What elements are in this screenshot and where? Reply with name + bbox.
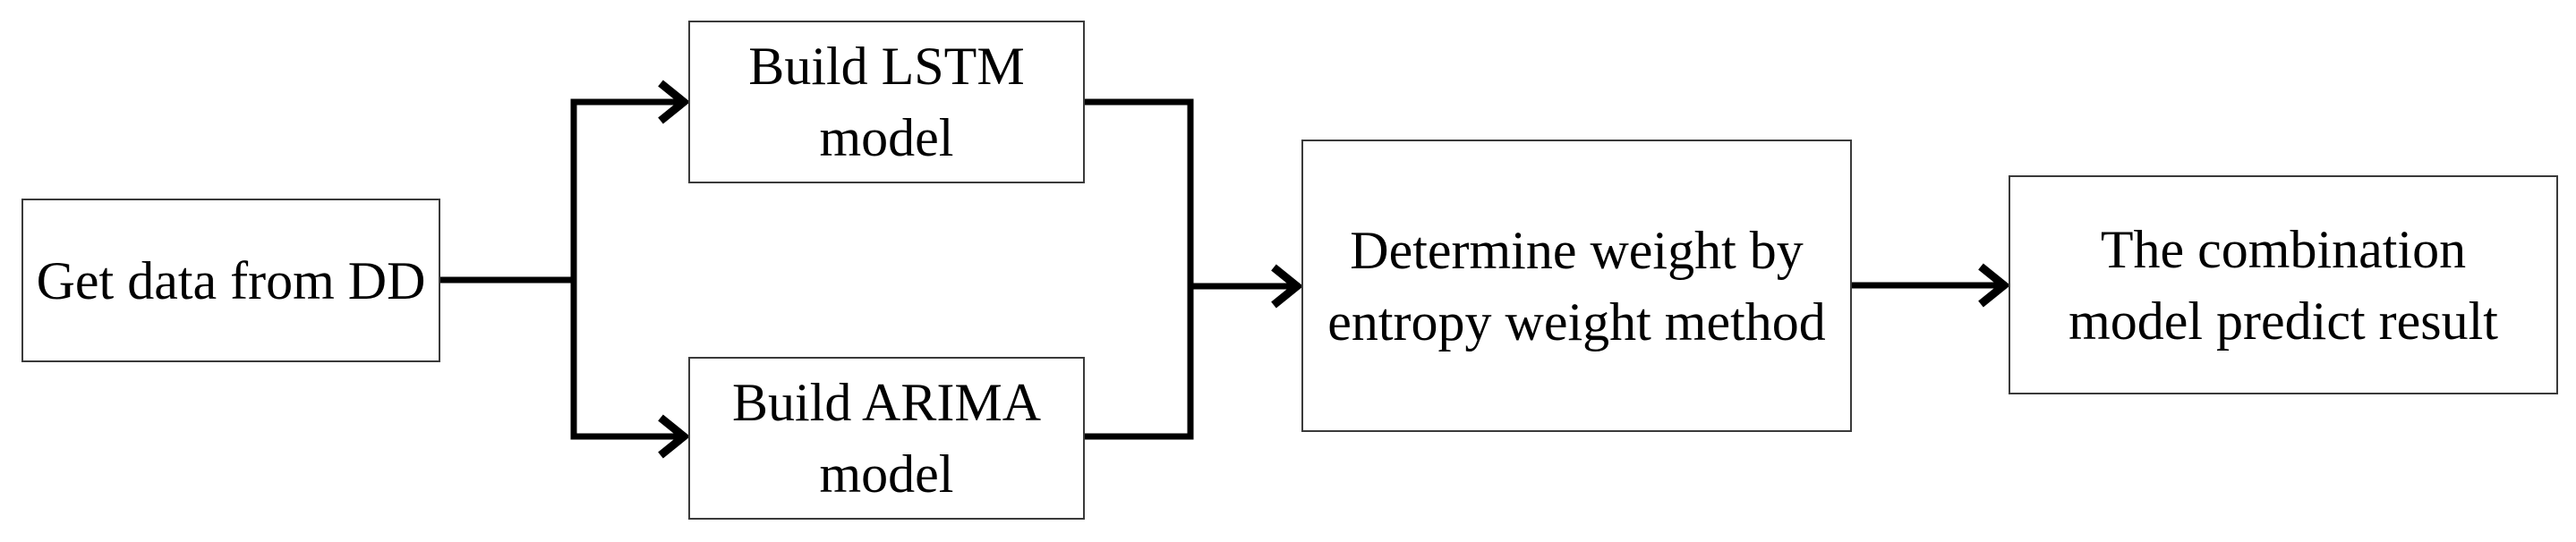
node-build-arima-label-line2: model	[819, 445, 954, 504]
node-entropy-weight-label-line2: entropy weight method	[1327, 292, 1826, 351]
node-combination-result-label-line2: model predict result	[2068, 291, 2498, 351]
node-combination-result: The combination model predict result	[2009, 175, 2558, 394]
arrowhead-into-lstm	[658, 80, 691, 124]
arrowhead-into-entropy	[1271, 264, 1304, 309]
node-build-arima-label-line1: Build ARIMA	[731, 373, 1042, 432]
arrowhead-into-result	[1978, 263, 2011, 308]
arrowhead-into-arima	[658, 414, 691, 459]
node-entropy-weight: Determine weight by entropy weight metho…	[1301, 140, 1852, 432]
node-get-data-label: Get data from DD	[36, 250, 426, 310]
connector-lines	[437, 98, 1999, 440]
node-build-lstm-label-line2: model	[819, 108, 954, 167]
node-build-arima: Build ARIMA model	[688, 357, 1085, 520]
node-build-lstm-label-line1: Build LSTM	[748, 37, 1025, 96]
node-combination-result-label-line1: The combination	[2100, 219, 2467, 279]
node-get-data: Get data from DD	[21, 199, 440, 362]
node-entropy-weight-label-line1: Determine weight by	[1350, 220, 1804, 280]
node-build-lstm: Build LSTM model	[688, 21, 1085, 183]
